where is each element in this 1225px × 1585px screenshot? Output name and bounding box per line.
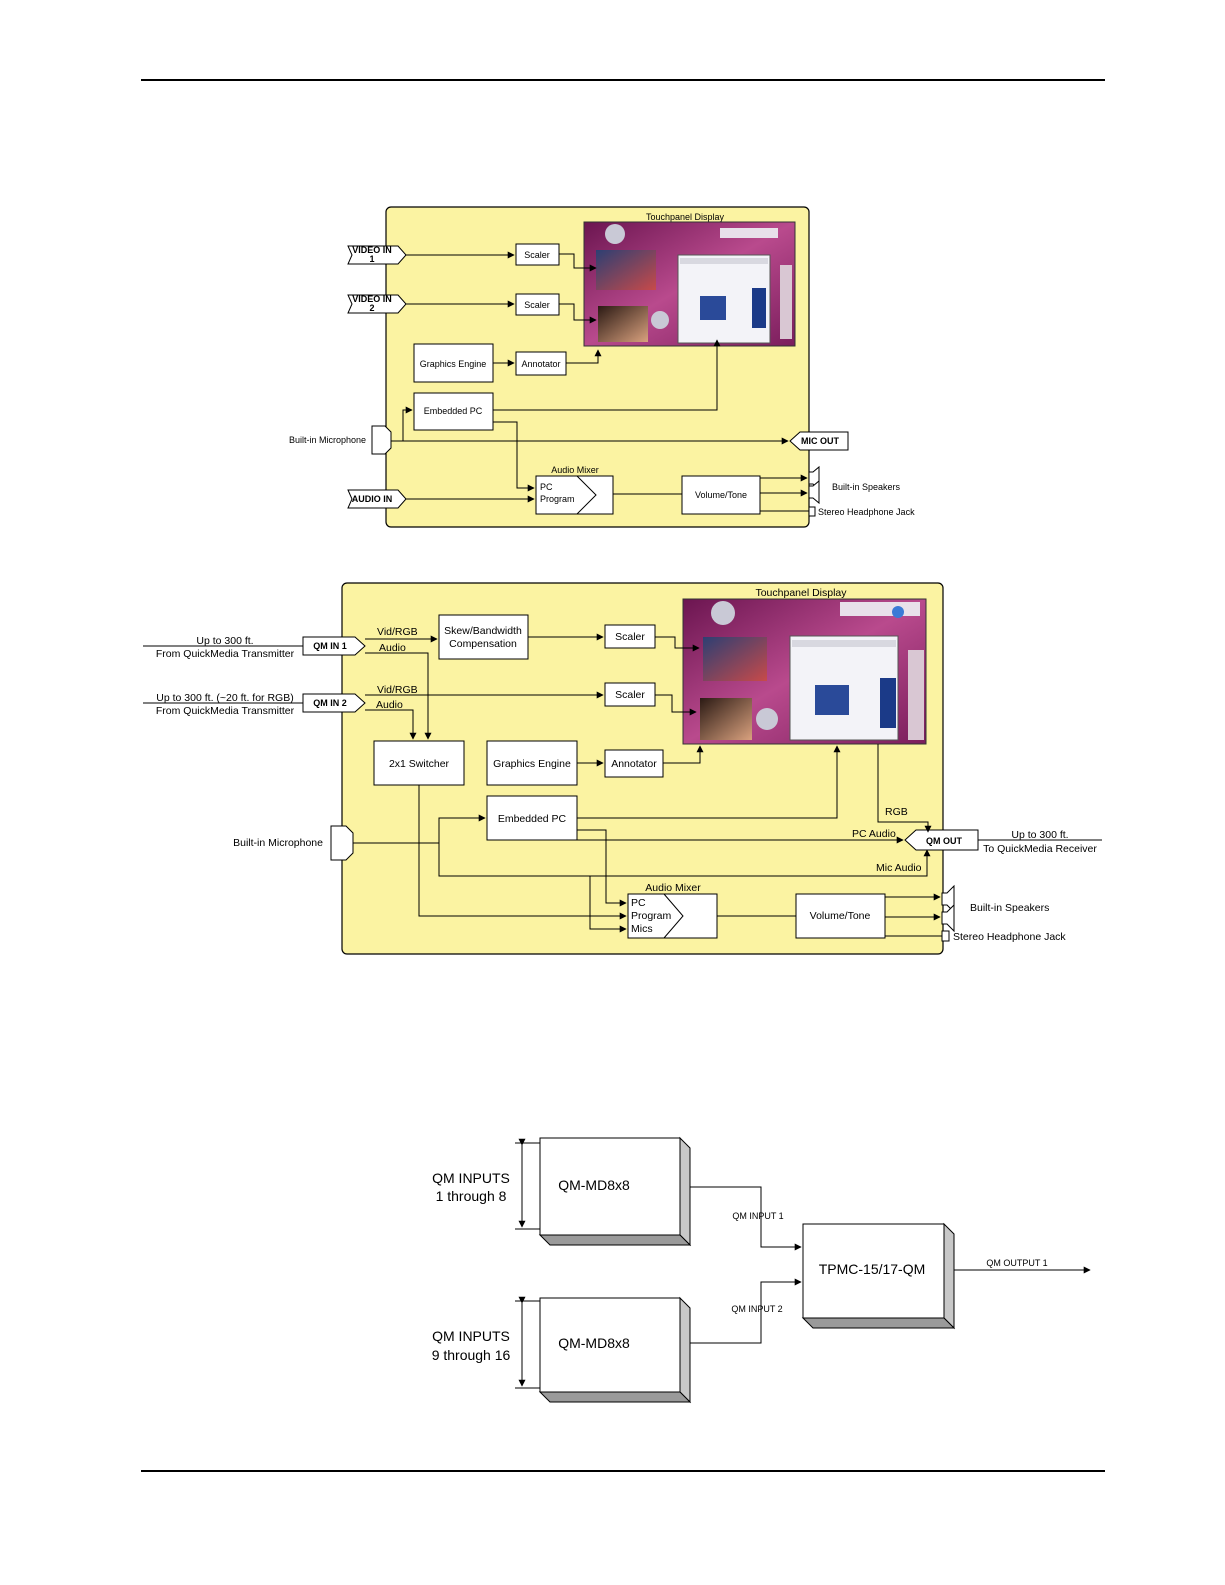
svg-text:AUDIO IN: AUDIO IN <box>352 494 393 504</box>
audio-1-label: Audio <box>379 642 406 654</box>
audio-mixer-1-title: Audio Mixer <box>551 465 599 475</box>
video-in-1-connector: VIDEO IN 1 <box>347 245 407 265</box>
header-rule <box>141 79 1105 81</box>
qm-in-1-distance: Up to 300 ft. <box>196 635 253 647</box>
switcher-2x1-box <box>373 740 465 786</box>
mixer-2-pc: PC <box>631 897 646 909</box>
graphics-engine-2-label: Graphics Engine <box>493 758 571 770</box>
tpmc-box: TPMC-15/17-QM <box>801 1222 956 1330</box>
diagram-1-connections <box>391 251 809 512</box>
qm-inputs-group-1-range: 1 through 8 <box>436 1188 507 1204</box>
headphone-2-label: Stereo Headphone Jack <box>953 931 1066 943</box>
qm-input-1-label: QM INPUT 1 <box>732 1211 783 1221</box>
qm-out-label: QM OUT <box>926 836 962 846</box>
diagram-2-connections <box>353 633 942 937</box>
svg-text:VIDEO IN: VIDEO IN <box>352 294 392 304</box>
annotator-2-box <box>604 749 664 778</box>
qm-md8x8-2-box: QM-MD8x8 <box>538 1296 692 1404</box>
input-bracket-1 <box>515 1138 540 1230</box>
tpmc-label: TPMC-15/17-QM <box>819 1261 926 1277</box>
audio-2-label: Audio <box>376 699 403 711</box>
svg-text:QM IN 1: QM IN 1 <box>313 641 347 651</box>
microphone-2-icon <box>330 825 354 861</box>
audio-in-connector: AUDIO IN <box>347 489 407 509</box>
qm-input-2-label: QM INPUT 2 <box>731 1304 782 1314</box>
audio-mixer-2-title: Audio Mixer <box>645 882 701 894</box>
qm-md8x8-1-label: QM-MD8x8 <box>558 1177 630 1193</box>
mic-out-connector <box>789 431 849 451</box>
panel-2-title: Touchpanel Display <box>755 587 847 599</box>
speaker-2b-icon <box>941 903 955 933</box>
speakers-2-label: Built-in Speakers <box>970 902 1049 914</box>
volume-tone-1-label: Volume/Tone <box>695 490 747 500</box>
scaler-4-label: Scaler <box>615 689 645 701</box>
scaler-3-label: Scaler <box>615 631 645 643</box>
qm-md8x8-1-box: QM-MD8x8 <box>538 1136 692 1247</box>
vid-rgb-2-label: Vid/RGB <box>377 684 418 696</box>
diagram-1: Touchpanel Display VIDEO IN 1 VIDEO IN 2 <box>289 206 915 528</box>
qm-inputs-group-2-range: 9 through 16 <box>432 1347 511 1363</box>
rgb-label: RGB <box>885 806 908 818</box>
footer-rule <box>141 1470 1105 1472</box>
headphone-jack-1-icon <box>808 506 816 517</box>
skew-label-2: Compensation <box>449 638 517 650</box>
headphone-jack-2-icon <box>941 930 950 942</box>
scaler-2-label: Scaler <box>524 300 550 310</box>
speaker-1b-icon <box>808 479 820 505</box>
svg-text:QM IN 2: QM IN 2 <box>313 698 347 708</box>
qm-out-distance: Up to 300 ft. <box>1011 829 1068 841</box>
qm-inputs-group-1-title: QM INPUTS <box>432 1170 510 1186</box>
touchpanel-screen-2 <box>682 598 927 745</box>
vid-rgb-1-label: Vid/RGB <box>377 626 418 638</box>
video-in-2-connector: VIDEO IN 2 <box>347 294 407 314</box>
volume-tone-1-box <box>681 475 761 515</box>
graphics-engine-label: Graphics Engine <box>420 359 487 369</box>
qm-md8x8-2-label: QM-MD8x8 <box>558 1335 630 1351</box>
scaler-1-label: Scaler <box>524 250 550 260</box>
qm-in-2-connector: QM IN 2 <box>302 693 366 713</box>
microphone-icon <box>371 425 392 455</box>
qm-in-1-source: From QuickMedia Transmitter <box>156 648 295 660</box>
panel-1-title: Touchpanel Display <box>646 212 725 222</box>
switcher-label: 2x1 Switcher <box>389 758 450 770</box>
embedded-pc-2-label: Embedded PC <box>498 813 567 825</box>
qm-in-2-source: From QuickMedia Transmitter <box>156 705 295 717</box>
diagram-2: Touchpanel Display QM IN 1 QM IN 2 <box>143 582 1102 955</box>
embedded-pc-box <box>413 392 494 431</box>
svg-text:2: 2 <box>369 303 374 313</box>
mic-out-label: MIC OUT <box>801 436 839 446</box>
diagram-3: QM INPUTS 1 through 8 QM INPUTS 9 throug… <box>432 1136 1091 1404</box>
qm-in-1-connector: QM IN 1 <box>302 636 366 656</box>
speakers-1-label: Built-in Speakers <box>832 482 901 492</box>
input-bracket-2 <box>515 1296 540 1389</box>
mixer-1-pc: PC <box>540 482 553 492</box>
audio-mixer-2-box <box>627 893 718 939</box>
pc-audio-label: PC Audio <box>852 828 896 840</box>
mic-audio-label: Mic Audio <box>876 862 922 874</box>
mixer-2-program: Program <box>631 910 672 922</box>
audio-mixer-1-box <box>535 475 614 515</box>
qm-output-1-label: QM OUTPUT 1 <box>986 1258 1047 1268</box>
headphone-1-label: Stereo Headphone Jack <box>818 507 915 517</box>
volume-tone-2-box <box>795 893 886 939</box>
skew-compensation-box <box>438 614 529 660</box>
mixer-2-mics: Mics <box>631 923 653 935</box>
volume-tone-2-label: Volume/Tone <box>810 910 871 922</box>
embedded-pc-label: Embedded PC <box>424 406 483 416</box>
mixer-1-program: Program <box>540 494 575 504</box>
qm-out-destination: To QuickMedia Receiver <box>983 843 1097 855</box>
skew-label-1: Skew/Bandwidth <box>444 625 522 637</box>
qm-inputs-group-2-title: QM INPUTS <box>432 1328 510 1344</box>
annotator-2-label: Annotator <box>611 758 657 770</box>
svg-text:VIDEO IN: VIDEO IN <box>352 245 392 255</box>
microphone-label: Built-in Microphone <box>289 435 366 445</box>
touchpanel-screen-1 <box>583 221 796 347</box>
annotator-label: Annotator <box>521 359 560 369</box>
svg-text:1: 1 <box>369 254 374 264</box>
qm-in-2-distance: Up to 300 ft. (~20 ft. for RGB) <box>156 692 293 704</box>
microphone-2-label: Built-in Microphone <box>233 837 323 849</box>
